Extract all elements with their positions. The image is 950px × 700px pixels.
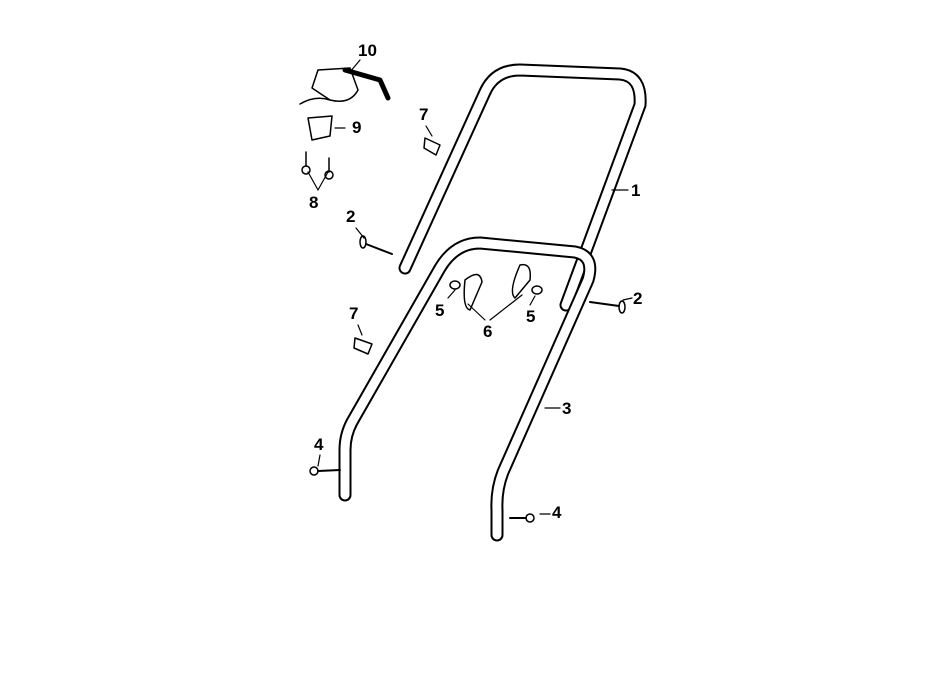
callout-8: 8 <box>309 193 319 212</box>
callout-10: 10 <box>358 41 377 60</box>
callout-6: 6 <box>483 322 493 341</box>
callout-5-left: 5 <box>435 301 445 320</box>
callout-7-lower: 7 <box>349 304 359 323</box>
callout-1: 1 <box>631 181 641 200</box>
callout-9: 9 <box>352 118 362 137</box>
callout-2-right: 2 <box>633 289 643 308</box>
lower-handle-outline <box>338 236 597 542</box>
callout-2-left: 2 <box>346 207 356 226</box>
callout-5-right: 5 <box>526 307 536 326</box>
callout-7-upper: 7 <box>419 105 429 124</box>
callout-4-right: 4 <box>552 503 562 522</box>
callout-3: 3 <box>562 399 572 418</box>
clip-part <box>307 115 333 141</box>
callout-4-left: 4 <box>314 435 324 454</box>
lower-handle-inner <box>340 238 595 540</box>
upper-handle-inner <box>400 65 645 310</box>
